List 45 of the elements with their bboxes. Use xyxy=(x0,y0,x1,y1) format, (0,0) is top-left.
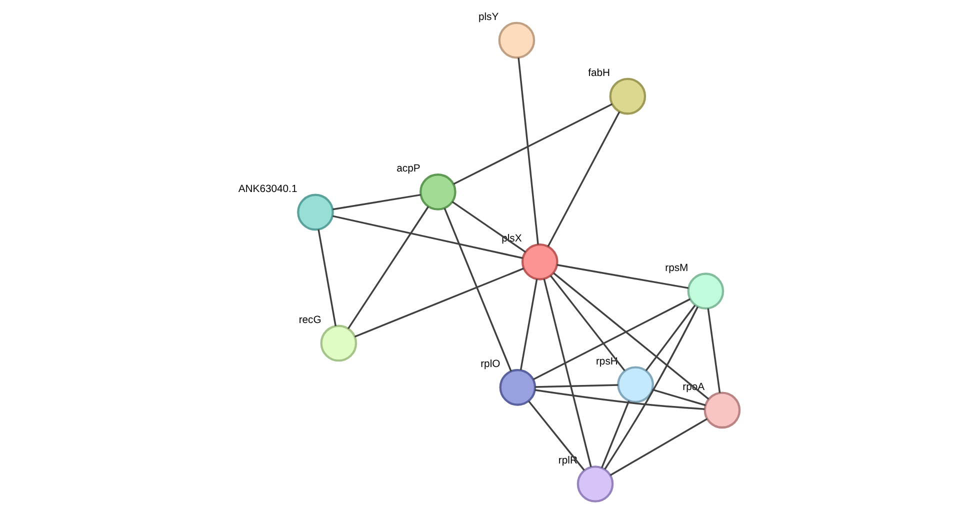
connector xyxy=(604,306,698,470)
connector xyxy=(534,384,618,388)
connector xyxy=(600,400,630,468)
node-label: ANK63040.1 xyxy=(238,184,297,195)
connector xyxy=(451,201,526,253)
node-circle xyxy=(686,272,724,310)
node-circle xyxy=(498,369,536,406)
connector xyxy=(517,58,538,245)
node-label: fabH xyxy=(588,68,610,80)
connector xyxy=(549,275,625,372)
node-label: plsY xyxy=(478,12,498,23)
connector xyxy=(706,308,720,393)
node-label: rpsM xyxy=(664,262,688,274)
connector xyxy=(609,418,708,476)
connector xyxy=(519,278,538,370)
connector xyxy=(452,103,612,185)
connector xyxy=(644,304,696,372)
connector xyxy=(532,298,690,380)
node-circle xyxy=(576,466,614,502)
connector xyxy=(317,229,336,326)
connector xyxy=(528,400,584,471)
connector xyxy=(354,268,524,338)
node-circle xyxy=(608,78,646,115)
node-label: rplO xyxy=(480,359,500,370)
node-label: rpsH xyxy=(595,356,618,368)
node-label: acpP xyxy=(396,164,420,175)
node-circle xyxy=(703,392,740,429)
connector xyxy=(332,215,523,259)
connector xyxy=(552,272,709,400)
node-circle xyxy=(498,22,535,59)
connector xyxy=(346,206,429,330)
connector xyxy=(443,208,512,372)
node-circle xyxy=(419,174,456,210)
connector xyxy=(534,389,704,410)
node-label: recG xyxy=(298,314,321,326)
node-circle xyxy=(520,244,558,280)
connector xyxy=(556,264,688,289)
connector xyxy=(652,388,706,406)
connector xyxy=(332,194,420,210)
connector xyxy=(542,278,592,468)
connector xyxy=(546,111,620,247)
node-circle xyxy=(296,194,334,231)
node-circle xyxy=(320,324,357,362)
node-circle xyxy=(616,366,654,404)
node-label: rplR xyxy=(558,456,577,467)
